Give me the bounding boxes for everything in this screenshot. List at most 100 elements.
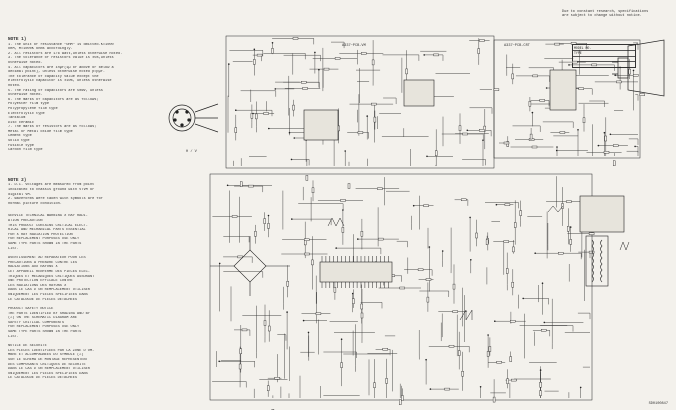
junction-dot bbox=[302, 319, 305, 322]
resistor bbox=[405, 68, 408, 75]
junction-dot bbox=[342, 209, 344, 211]
resistor bbox=[510, 320, 516, 323]
resistor bbox=[426, 296, 430, 303]
document-number: SD0100847 bbox=[648, 402, 668, 406]
warning-line: FOR REPLACEMENT PURPOSES USE ONLY bbox=[8, 237, 80, 242]
trace bbox=[283, 54, 321, 62]
junction-dot bbox=[366, 115, 369, 117]
resistor bbox=[268, 325, 271, 332]
trace bbox=[223, 256, 253, 263]
resistor bbox=[566, 200, 572, 203]
junction-dot bbox=[494, 320, 496, 323]
pcb-vm-label: A337−PCB-VM bbox=[342, 44, 366, 48]
trace bbox=[263, 53, 306, 60]
junction-dot bbox=[307, 331, 310, 334]
resistor bbox=[496, 361, 502, 364]
flyback-transformer bbox=[585, 235, 609, 287]
junction-dot bbox=[235, 109, 237, 111]
warning-line: SAME TYPE PARTS SHOWN IN THE PARTS bbox=[8, 241, 82, 246]
resistor bbox=[578, 87, 584, 90]
trace bbox=[577, 312, 591, 320]
resistor bbox=[263, 112, 269, 115]
junction-dot bbox=[487, 334, 489, 336]
resistor bbox=[485, 239, 489, 246]
junction-dot bbox=[267, 214, 270, 217]
junction-dot bbox=[469, 216, 471, 219]
note2-line: indicated to chassis ground with VTVM or bbox=[8, 188, 95, 193]
resistor bbox=[231, 215, 238, 218]
note-line: The tolerance of capacity value except t… bbox=[8, 74, 99, 79]
junction-dot bbox=[619, 66, 621, 69]
resistor bbox=[603, 151, 610, 154]
resistor bbox=[238, 363, 242, 370]
trace bbox=[331, 41, 345, 49]
resistor bbox=[486, 351, 490, 357]
note-line: 3. The tolerance of resistors value is ±… bbox=[8, 56, 114, 61]
trace bbox=[512, 125, 541, 132]
resistor bbox=[558, 251, 564, 255]
warning-line: SERVICE TECHNICAL WARNING X RAY RADI- bbox=[8, 214, 88, 219]
junction-dot bbox=[252, 112, 254, 115]
safety-line: SAFETY CRITICAL COMPONENTS bbox=[8, 320, 65, 325]
resistor bbox=[514, 222, 517, 228]
junction-dot bbox=[274, 88, 277, 90]
resistor bbox=[234, 127, 238, 133]
resistor bbox=[483, 125, 486, 132]
resistor bbox=[433, 53, 439, 57]
resistor bbox=[479, 39, 485, 42]
trace bbox=[223, 236, 250, 243]
junction-dot bbox=[226, 184, 229, 187]
resistor bbox=[267, 385, 270, 391]
resistor bbox=[378, 237, 384, 241]
resistor bbox=[360, 312, 364, 319]
avert-line: DANS LE CAS D UN REMPLACEMENT UTILISER bbox=[8, 288, 90, 293]
resistor bbox=[616, 80, 622, 84]
resistor bbox=[274, 377, 280, 380]
trace bbox=[375, 349, 391, 356]
trace bbox=[569, 64, 615, 71]
trace bbox=[626, 150, 639, 156]
avert-line: CET APPAREIL RENFERME DES PIECES ELEC- bbox=[8, 269, 90, 274]
resistor bbox=[401, 395, 404, 401]
resistor bbox=[302, 87, 308, 90]
trace bbox=[383, 97, 397, 105]
resistor bbox=[340, 362, 343, 368]
junction-dot bbox=[291, 218, 293, 220]
trace bbox=[635, 94, 639, 101]
trace bbox=[323, 351, 357, 358]
resistor bbox=[492, 396, 496, 403]
resistor bbox=[304, 252, 310, 256]
junction-dot bbox=[357, 238, 359, 240]
trace bbox=[424, 54, 444, 61]
resistor bbox=[462, 132, 468, 136]
trace bbox=[235, 109, 273, 117]
warning-line: LIST. bbox=[8, 246, 19, 251]
model-table-row bbox=[573, 57, 635, 63]
spec-notice-line: Due to constant research, specifications bbox=[562, 10, 649, 14]
trace bbox=[229, 50, 264, 57]
note-line: Disc ceramic bbox=[8, 120, 34, 125]
resistor bbox=[371, 102, 377, 106]
note-line: Carbon film type bbox=[8, 148, 43, 153]
avert-line: PRECAUTIONS A PRENDRE CONTRE LES bbox=[8, 260, 78, 265]
junction-dot bbox=[290, 158, 293, 161]
trace bbox=[635, 146, 639, 153]
trace bbox=[283, 81, 320, 89]
resistor bbox=[423, 204, 429, 207]
trace bbox=[272, 38, 315, 45]
junction-dot bbox=[495, 203, 498, 206]
resistor bbox=[347, 183, 351, 189]
trace bbox=[219, 361, 255, 368]
resistor bbox=[531, 145, 538, 149]
resistor bbox=[511, 282, 514, 288]
resistor bbox=[248, 184, 254, 188]
junction-dot bbox=[288, 131, 291, 134]
junction-dot bbox=[286, 311, 288, 313]
resistor bbox=[334, 57, 341, 60]
resistor bbox=[493, 88, 500, 91]
note-line: Electrolytic type bbox=[8, 111, 45, 116]
resistor bbox=[569, 239, 572, 245]
resistor bbox=[511, 378, 517, 382]
